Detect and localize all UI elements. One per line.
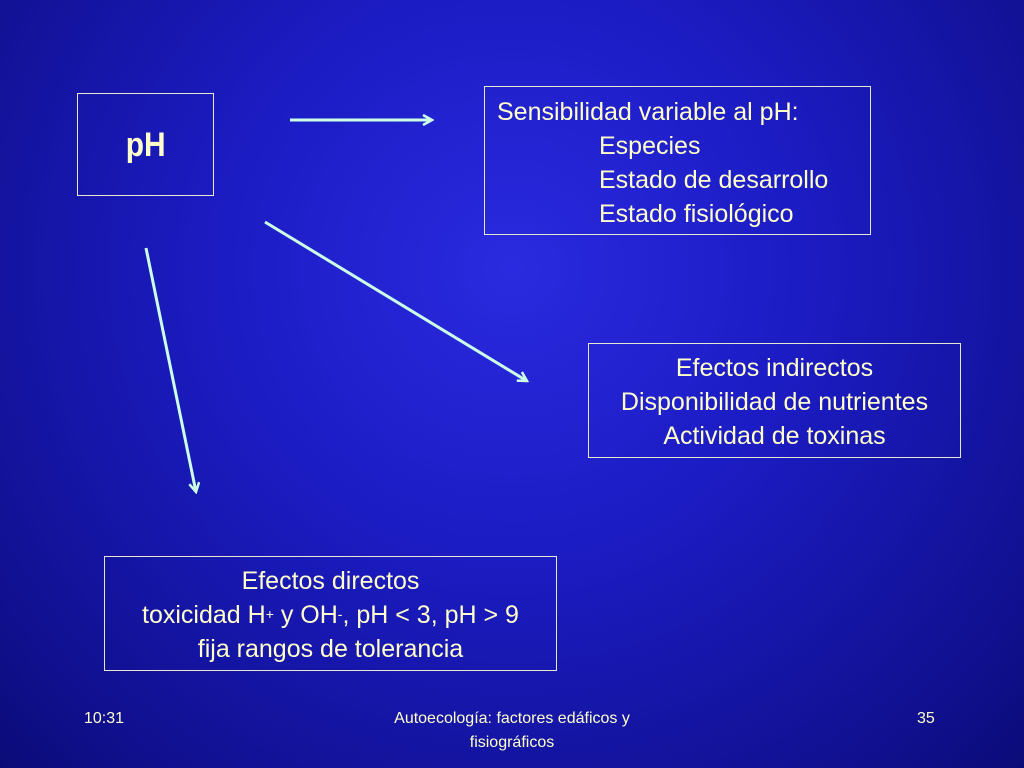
directos-text: y OH	[273, 601, 338, 629]
footer-title: Autoecología: factores edáficos y fisiog…	[356, 707, 668, 755]
superscript-minus: -	[337, 606, 343, 622]
efectos-directos-node: Efectos directos toxicidad H+ y OH-, pH …	[104, 556, 557, 671]
efectos-indirectos-node: Efectos indirectos Disponibilidad de nut…	[588, 343, 961, 458]
sensibilidad-node: Sensibilidad variable al pH: Especies Es…	[484, 86, 871, 235]
sensibilidad-item: Especies	[599, 132, 701, 160]
footer-time: 10:31	[84, 710, 125, 727]
directos-text: toxicidad H	[142, 601, 266, 629]
directos-text: , pH < 3, pH > 9	[342, 601, 519, 629]
sensibilidad-title: Sensibilidad variable al pH:	[497, 98, 799, 126]
superscript-plus: +	[265, 606, 274, 622]
sensibilidad-item: Estado fisiológico	[599, 200, 794, 228]
ph-node: pH	[77, 93, 214, 196]
directos-line: Efectos directos	[241, 567, 420, 595]
ph-label: pH	[125, 125, 166, 164]
directos-toxicity-line: toxicidad H+ y OH-, pH < 3, pH > 9	[105, 598, 556, 632]
indirectos-line: Actividad de toxinas	[663, 422, 886, 450]
sensibilidad-item: Estado de desarrollo	[599, 166, 829, 194]
indirectos-line: Efectos indirectos	[675, 354, 874, 382]
footer-title-line: Autoecología: factores edáficos y	[394, 710, 630, 727]
footer-page-number: 35	[917, 710, 935, 727]
directos-line: fija rangos de tolerancia	[197, 635, 464, 663]
arrow-ph-to-directos	[144, 247, 196, 492]
footer-title-line: fisiográficos	[469, 734, 555, 751]
indirectos-line: Disponibilidad de nutrientes	[620, 388, 929, 416]
arrow-ph-to-indirectos	[264, 220, 527, 381]
